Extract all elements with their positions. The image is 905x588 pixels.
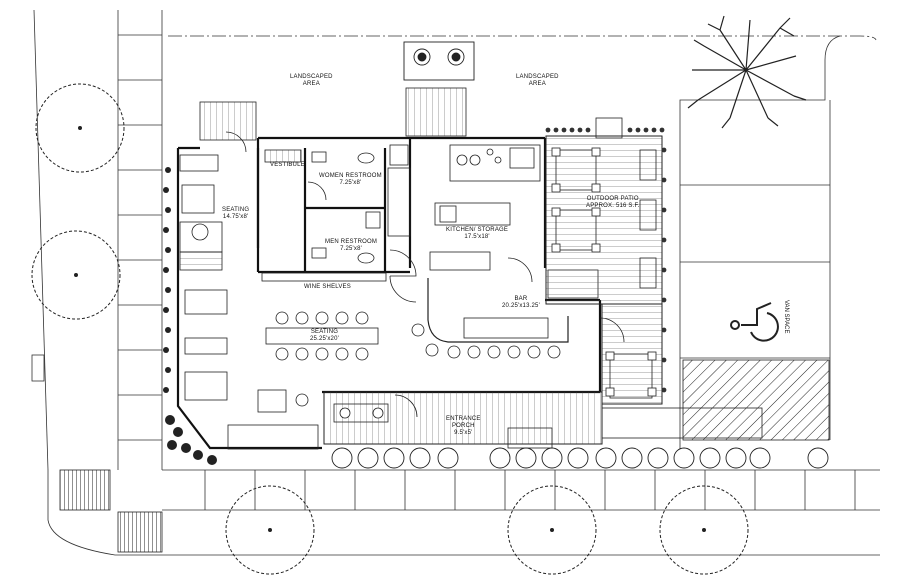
landscaped-area-left-label: LANDSCAPED AREA: [290, 74, 333, 88]
entrance-porch-line2: PORCH: [451, 423, 475, 429]
landscaped-right-line1: LANDSCAPED: [516, 74, 559, 80]
porch-deck: [323, 391, 603, 445]
patio-deck: [545, 135, 663, 305]
branching-tree: [687, 15, 807, 129]
outdoor-patio-name: OUTDOOR PATIO: [586, 196, 639, 202]
accessible-parking-symbol: [730, 302, 779, 342]
patio-chairs: [551, 147, 657, 397]
entrance-porch-label: ENTRANCE PORCH 9.5'x5': [446, 416, 481, 437]
drain-grate-bottom: [117, 511, 163, 553]
left-hedge: [163, 167, 217, 465]
left-sidewalk: [31, 9, 163, 471]
rear-stair-left: [199, 101, 257, 141]
interior-stair: [179, 251, 223, 271]
table-chair-symbol: [179, 154, 553, 450]
outdoor-patio-size: APPROX. 516 S.F.: [586, 203, 640, 209]
wine-shelves-label: WINE SHELVES: [304, 284, 351, 291]
seating-small-name: SEATING: [222, 207, 250, 213]
kitchen-size: 17.5'x18': [464, 234, 490, 240]
entrance-porch-size: 9.5'x5': [454, 430, 473, 436]
front-shrubs: [331, 447, 829, 469]
seating-small-label: SEATING 14.75'x8': [222, 207, 249, 221]
hatched-access-aisle: [682, 359, 830, 441]
landscaped-left-line1: LANDSCAPED: [290, 74, 333, 80]
vestibule-text: VESTIBULE: [270, 162, 305, 168]
property-line-top: [168, 35, 877, 41]
women-restroom-size: 7.25'x8': [339, 180, 362, 186]
kitchen-label: KITCHEN/ STORAGE 17.5'x18': [446, 227, 508, 241]
van-space-label: VAN SPACE: [783, 300, 789, 342]
parking-area: [680, 100, 831, 440]
landscaped-left-line2: AREA: [302, 81, 320, 87]
bottom-sidewalk: [47, 469, 880, 556]
landscaped-area-right-label: LANDSCAPED AREA: [516, 74, 559, 88]
men-restroom-label: MEN RESTROOM 7.25'x8': [325, 239, 377, 253]
seating-main-name: SEATING: [310, 329, 339, 335]
outdoor-patio-label: OUTDOOR PATIO APPROX. 516 S.F.: [586, 196, 640, 210]
wine-shelves: [261, 272, 387, 282]
women-restroom-name: WOMEN RESTROOM: [319, 173, 382, 179]
chairs-and-stools: [191, 223, 561, 419]
bar-label: BAR 20.25'x13.25': [502, 296, 540, 310]
property-line-right: [679, 35, 841, 460]
van-space-text: VAN SPACE: [783, 300, 789, 334]
patio-tables: [555, 117, 657, 399]
kitchen-equipment: [387, 144, 599, 299]
wine-shelves-text: WINE SHELVES: [304, 284, 351, 290]
dumpster-enclosure: [403, 41, 475, 81]
front-walk: [601, 407, 763, 439]
bar-counter: [427, 278, 569, 343]
bar-size: 20.25'x13.25': [502, 303, 540, 309]
women-restroom-label: WOMEN RESTROOM 7.25'x8': [319, 173, 382, 187]
kitchen-name: KITCHEN/ STORAGE: [446, 227, 509, 233]
bar-name: BAR: [514, 296, 528, 302]
men-restroom-name: MEN RESTROOM: [325, 239, 378, 245]
restroom-fixtures: [264, 149, 381, 264]
landscaped-right-line2: AREA: [528, 81, 546, 87]
tree-symbol: [31, 83, 749, 575]
seating-small-size: 14.75'x8': [222, 214, 249, 220]
vestibule-label: VESTIBULE: [270, 162, 305, 169]
patio-hedge: [545, 127, 667, 393]
rear-stair-right: [405, 87, 467, 137]
seating-main-label: SEATING 25.25'x20': [310, 329, 339, 343]
men-restroom-size: 7.25'x8': [340, 246, 362, 252]
seating-main-size: 25.25'x20': [310, 336, 339, 342]
drain-grate-left: [59, 469, 111, 511]
entrance-porch-name: ENTRANCE: [446, 416, 481, 422]
